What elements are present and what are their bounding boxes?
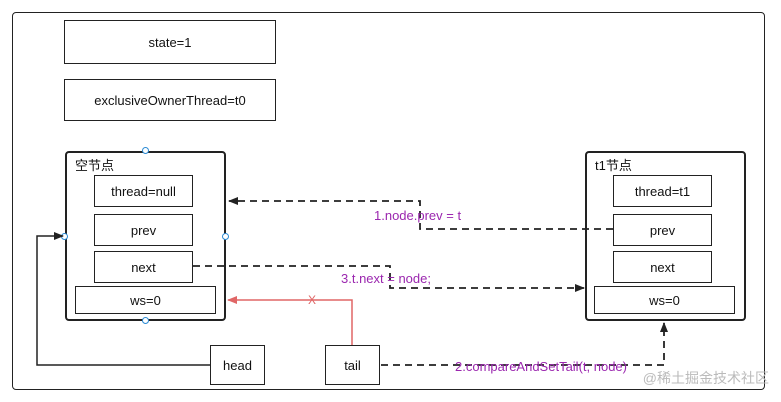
prev-link-arrow: [228, 197, 613, 230]
t1-node-prev-text: prev: [649, 222, 676, 238]
compare-and-set-tail-arrow: [381, 322, 668, 366]
empty-node-thread-text: thread=null: [111, 183, 176, 199]
removed-link-x: X: [308, 293, 317, 307]
t1-node-thread-text: thread=t1: [634, 183, 691, 199]
empty-node-ws-field: ws=0: [75, 286, 216, 314]
empty-node-prev-field: prev: [94, 214, 193, 246]
t1-node-title: t1节点: [595, 158, 632, 173]
selection-handle-right[interactable]: [222, 233, 229, 240]
t1-node-thread-field: thread=t1: [613, 175, 712, 207]
owner-thread-text: exclusiveOwnerThread=t0: [94, 92, 246, 108]
old-tail-link-arrow: [227, 296, 353, 345]
t1-node-ws-text: ws=0: [649, 292, 680, 308]
empty-node-prev-text: prev: [130, 222, 157, 238]
t1-node-next-text: next: [650, 259, 675, 275]
step2-label: 2.compareAndSetTail(t, node): [455, 359, 627, 374]
empty-node-ws-text: ws=0: [130, 292, 161, 308]
t1-node-ws-field: ws=0: [594, 286, 735, 314]
diagram-frame: [12, 12, 765, 390]
tail-box: tail: [325, 345, 380, 385]
empty-node-next-text: next: [131, 259, 156, 275]
owner-thread-box: exclusiveOwnerThread=t0: [64, 79, 276, 121]
empty-node-thread-field: thread=null: [94, 175, 193, 207]
head-text: head: [223, 357, 252, 373]
step1-label: 1.node.prev = t: [374, 208, 462, 223]
state-text: state=1: [148, 34, 192, 50]
selection-handle-bottom[interactable]: [142, 317, 149, 324]
step3-label: 3.t.next = node;: [341, 271, 431, 286]
tail-text: tail: [344, 357, 361, 373]
watermark: @稀土掘金技术社区: [642, 370, 769, 386]
empty-node-title: 空节点: [75, 158, 115, 173]
selection-handle-top[interactable]: [142, 147, 149, 154]
head-box: head: [210, 345, 265, 385]
next-link-arrow: [193, 265, 585, 292]
state-box: state=1: [64, 20, 276, 64]
empty-node-next-field: next: [94, 251, 193, 283]
t1-node-prev-field: prev: [613, 214, 712, 246]
head-to-empty-node-arrow: [36, 232, 210, 366]
t1-node-next-field: next: [613, 251, 712, 283]
